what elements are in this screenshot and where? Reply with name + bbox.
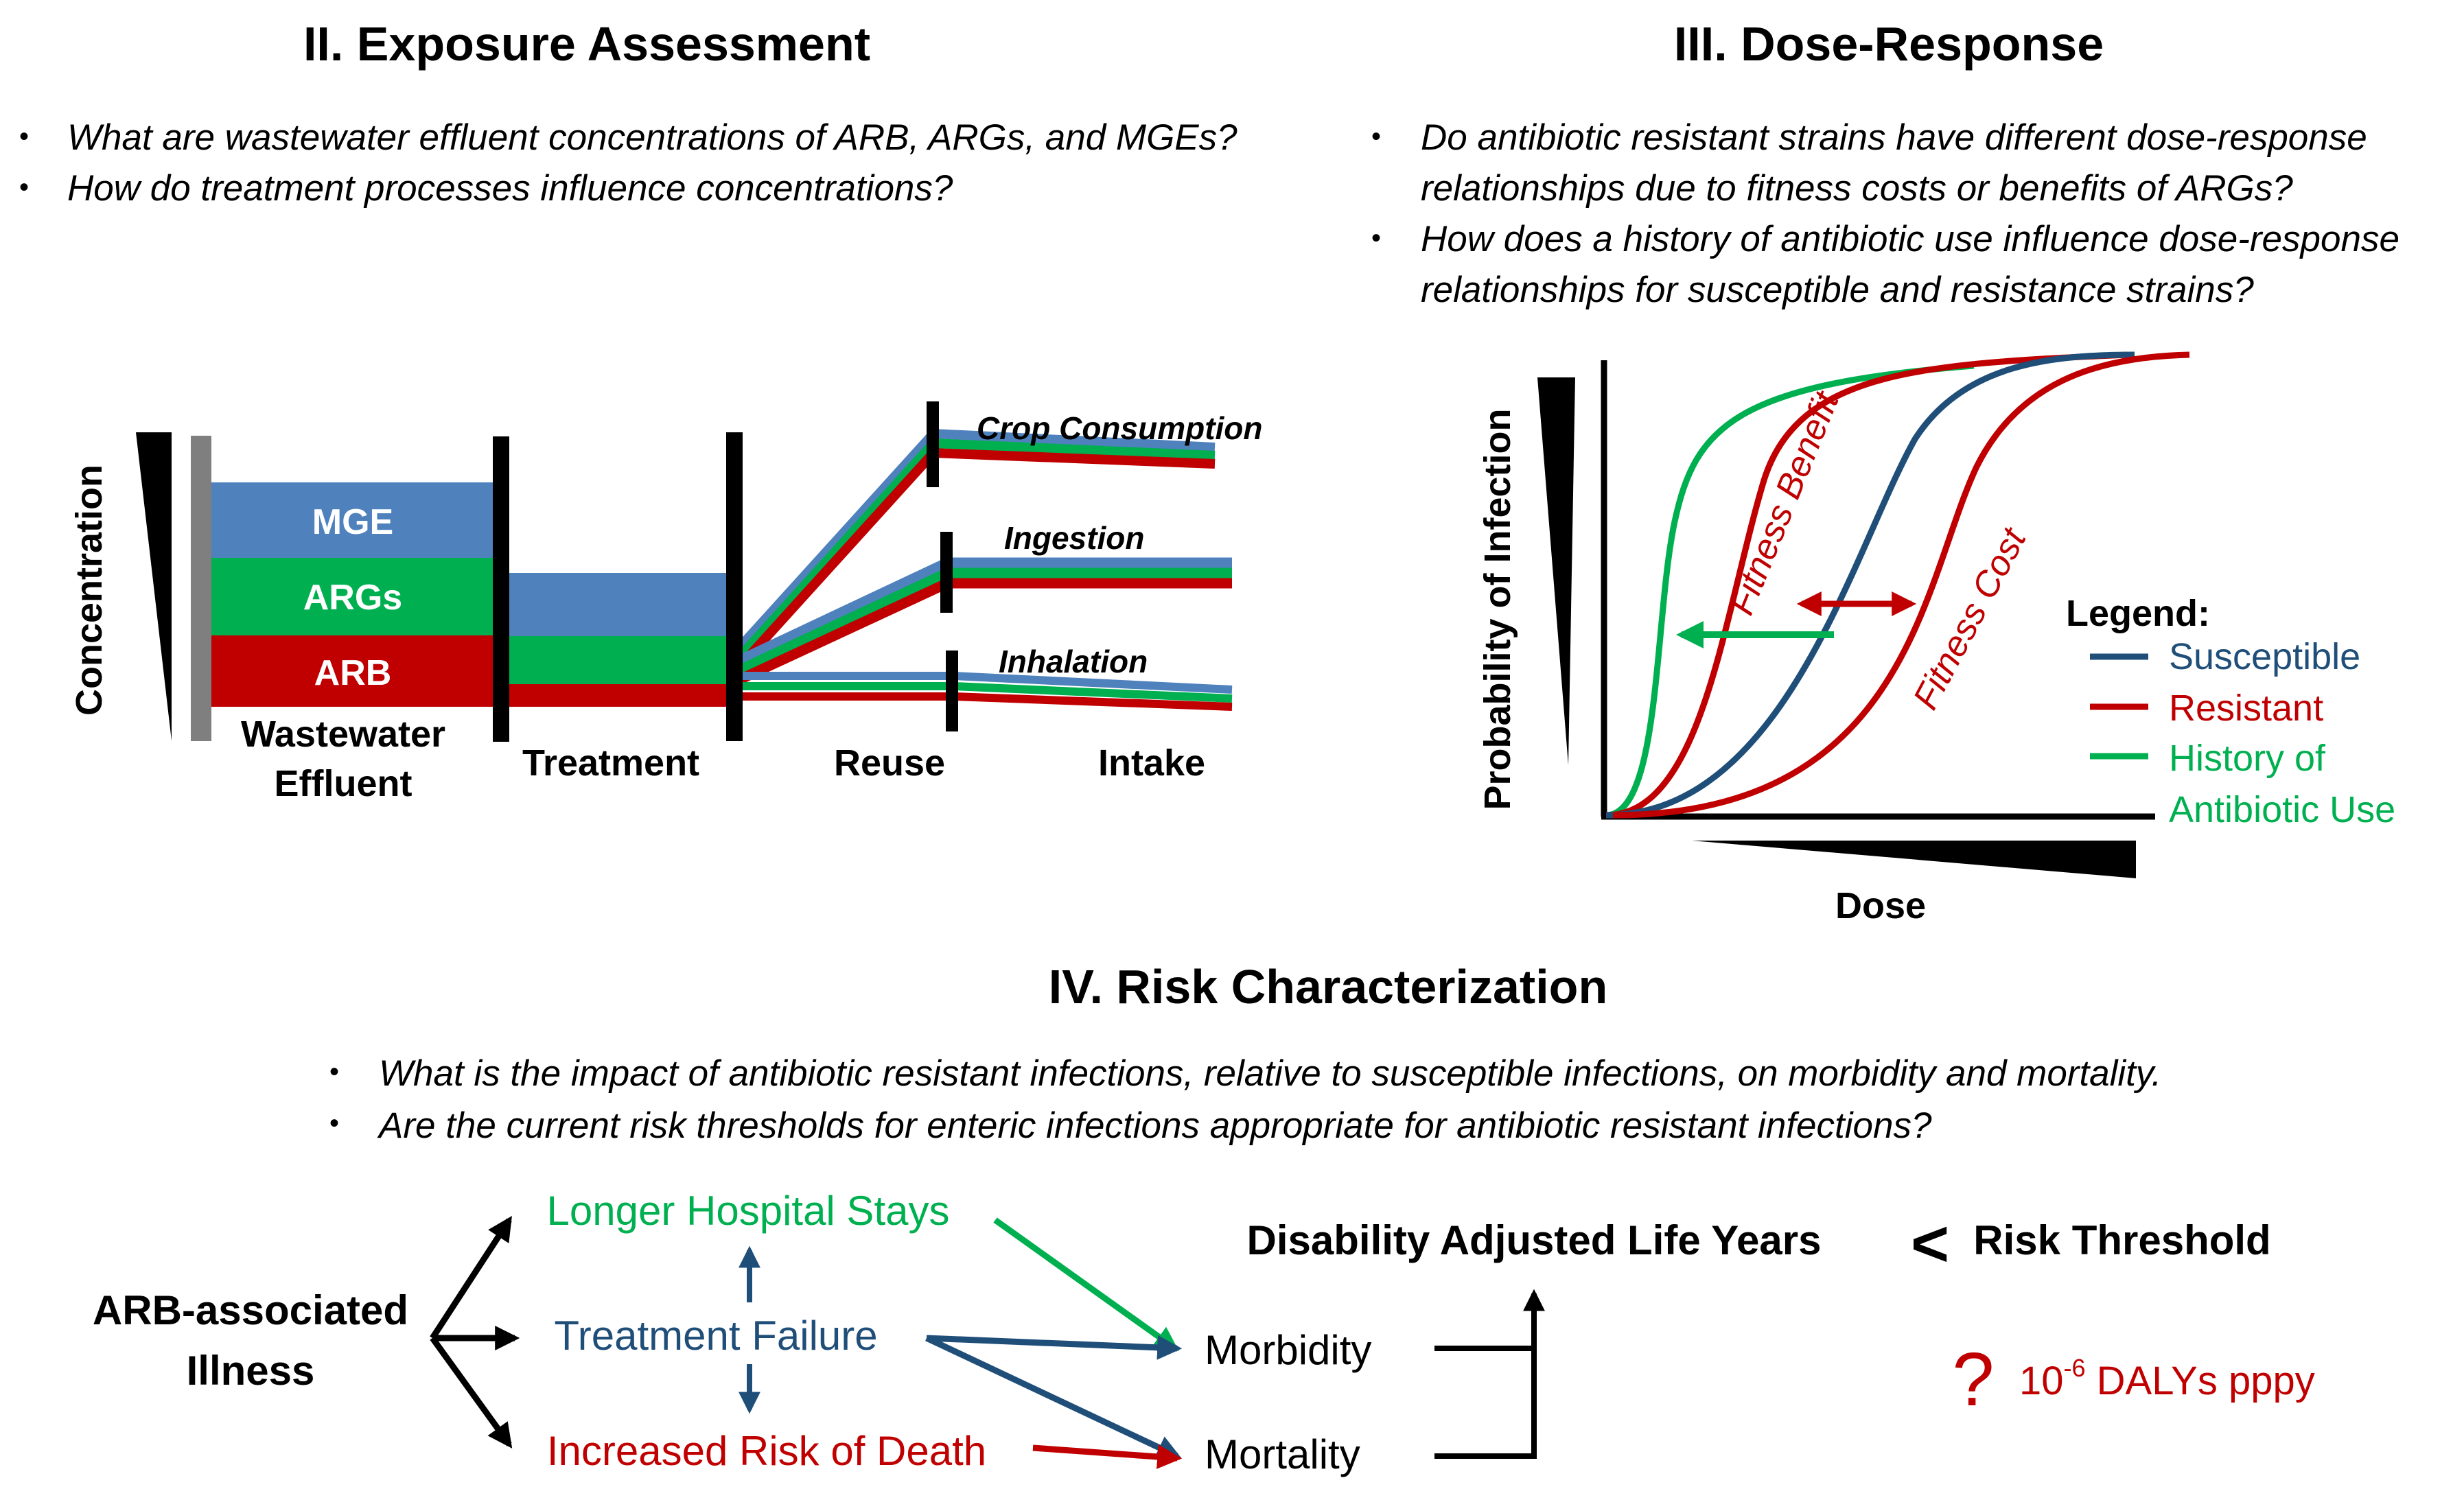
arrow-to-death [430, 1336, 513, 1449]
arrow-stays-to-morbidity [993, 1217, 1179, 1352]
morbidity-label: Morbidity [1205, 1327, 1371, 1373]
treatment-args-band [494, 636, 729, 684]
exposure-question-1: What are wastewater effluent concentrati… [67, 117, 1237, 158]
dose-response-title: III. Dose-Response [1674, 17, 2104, 71]
bullet: • [19, 121, 29, 152]
outcome-longer-stays: Longer Hospital Stays [547, 1188, 950, 1234]
legend-title: Legend: [2066, 593, 2210, 634]
mge-band [211, 482, 494, 558]
risk-question-2: Are the current risk thresholds for ente… [377, 1105, 1932, 1146]
arb-illness-line1: ARB-associated [93, 1287, 408, 1333]
fitness-cost-label: Fitness Cost [1906, 521, 2035, 716]
dose-response-panel: III. Dose-Response • Do antibiotic resis… [1371, 17, 2399, 926]
args-band [211, 558, 494, 635]
threshold-exponent: -6 [2064, 1354, 2086, 1382]
legend-history-line1: History of [2169, 738, 2326, 779]
fitness-cost-curve [1612, 351, 2190, 819]
treatment-mge-band [494, 573, 729, 636]
treatment-divider [493, 436, 509, 742]
reuse-divider [726, 432, 743, 741]
stage-reuse: Reuse [834, 742, 945, 784]
stage-effluent-line1: Wastewater [241, 714, 445, 755]
exposure-question-2: How do treatment processes influence con… [67, 168, 953, 209]
dose-axis-label: Dose [1835, 885, 1926, 926]
treatment-arb-band [494, 684, 729, 707]
dose-response-question-2a: How does a history of antibiotic use inf… [1421, 219, 2399, 259]
threshold-question-mark: ? [1952, 1337, 1994, 1422]
arb-illness-line2: Illness [187, 1348, 315, 1394]
outcome-death: Increased Risk of Death [547, 1428, 986, 1474]
stage-effluent-line2: Effluent [275, 763, 412, 804]
susceptible-curve [1605, 351, 2135, 819]
risk-threshold-label: Risk Threshold [1973, 1217, 2270, 1263]
stage-intake: Intake [1098, 742, 1205, 784]
risk-question-1: What is the impact of antibiotic resista… [379, 1053, 2161, 1094]
arrow-failure-to-morbidity [926, 1335, 1183, 1360]
less-than-sign: < [1911, 1207, 1949, 1280]
concentration-wedge [136, 432, 172, 741]
dose-response-question-1a: Do antibiotic resistant strains have dif… [1421, 117, 2367, 158]
dose-wedge [1692, 841, 2136, 878]
route-ingestion: Ingestion [1004, 520, 1144, 556]
threshold-unit: DALYs pppy [2086, 1359, 2315, 1403]
risk-title: IV. Risk Characterization [1049, 960, 1607, 1013]
legend-susceptible: Susceptible [2169, 636, 2360, 677]
arrow-death-to-mortality [1032, 1444, 1183, 1469]
stage-treatment: Treatment [522, 742, 699, 784]
arb-label: ARB [314, 653, 392, 693]
risk-panel: IV. Risk Characterization • What is the … [93, 960, 2315, 1477]
bullet: • [1371, 121, 1381, 152]
crop-tick [927, 401, 939, 487]
probability-axis-label: Probability of Infection [1477, 408, 1518, 810]
bullet: • [329, 1108, 339, 1138]
mortality-label: Mortality [1205, 1431, 1360, 1477]
bullet: • [19, 172, 29, 202]
bullet: • [329, 1057, 339, 1087]
history-curve [1605, 362, 1975, 819]
route-inhalation: Inhalation [999, 644, 1148, 679]
fitness-benefit-curve [1605, 351, 2128, 819]
exposure-panel: II. Exposure Assessment • What are waste… [19, 17, 1263, 804]
arb-band [211, 635, 494, 707]
exposure-title: II. Exposure Assessment [303, 17, 870, 71]
dose-response-question-2b: relationships for susceptible and resist… [1421, 270, 2254, 310]
inhalation-tick [946, 651, 958, 731]
outcome-treatment-failure: Treatment Failure [554, 1313, 877, 1359]
legend-history-line2: Antibiotic Use [2169, 789, 2395, 830]
ingestion-tick [940, 532, 953, 613]
route-crop-consumption: Crop Consumption [977, 410, 1263, 446]
probability-wedge [1537, 377, 1575, 765]
mge-label: MGE [312, 502, 393, 542]
args-label: ARGs [303, 578, 402, 618]
daly-bracket-lower [1434, 1289, 1545, 1459]
fitness-benefit-label: Fitness Benefit [1721, 385, 1848, 620]
effluent-wall [191, 436, 211, 741]
threshold-base: 10 [2019, 1359, 2064, 1403]
arrow-to-longer-stays [430, 1215, 512, 1340]
legend-resistant: Resistant [2169, 688, 2323, 729]
arrow-failure-to-mortality [925, 1335, 1182, 1460]
dose-response-question-1b: relationships due to fitness costs or be… [1421, 168, 2293, 209]
legend: Legend: Susceptible Resistant History of… [2066, 593, 2395, 830]
concentration-axis-label: Concentration [69, 465, 110, 716]
bullet: • [1371, 223, 1381, 253]
daly-label: Disability Adjusted Life Years [1247, 1217, 1822, 1263]
inhalation-route [734, 672, 1233, 711]
threshold-value: 10-6 DALYs pppy [2019, 1354, 2315, 1403]
